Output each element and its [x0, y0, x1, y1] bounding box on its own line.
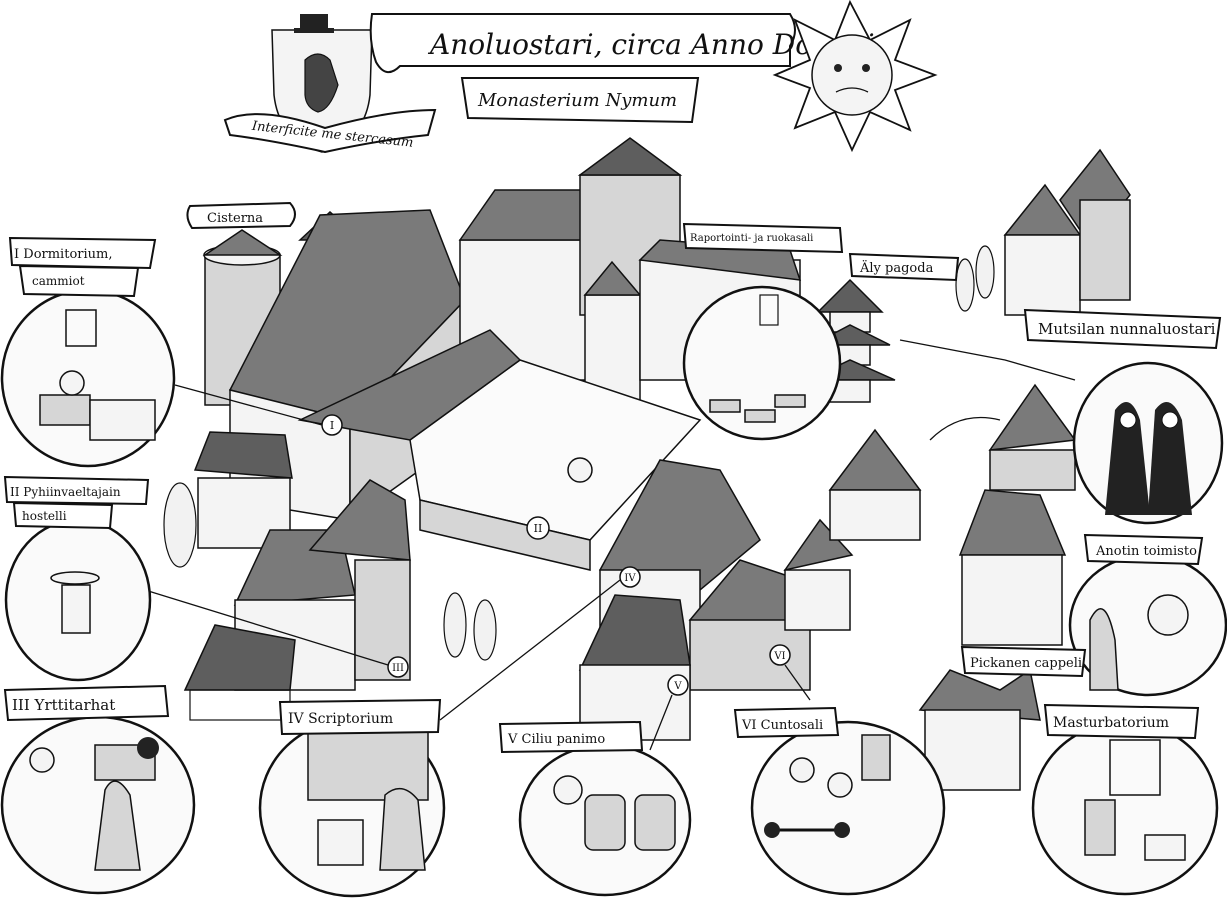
svg-text:cammiot: cammiot — [32, 274, 85, 288]
label-hostelli: II Pyhiinvaeltajain hostelli — [3, 475, 150, 530]
svg-text:Pickanen cappeli: Pickanen cappeli — [970, 656, 1082, 671]
nunnery-buildings — [1003, 148, 1131, 316]
vignette-dormitorium — [0, 288, 176, 468]
leader-lines — [144, 384, 811, 751]
svg-text:Masturbatorium: Masturbatorium — [1053, 715, 1169, 731]
label-masturbatorium: Masturbatorium — [1043, 703, 1200, 740]
map-markers: I II III IV V VI — [321, 414, 791, 696]
marker-5: V — [673, 681, 682, 692]
marker-1: I — [330, 419, 334, 432]
vignette-cuntosali — [750, 720, 946, 896]
vignette-yrttitarhat — [0, 715, 196, 895]
sun-face-icon — [772, 0, 938, 153]
label-pickanen: Pickanen cappeli — [960, 645, 1087, 678]
marker-6: VI — [773, 651, 785, 662]
svg-text:Äly pagoda: Äly pagoda — [859, 259, 934, 276]
vignette-hostelli — [4, 518, 152, 682]
svg-text:Anotin toimisto: Anotin toimisto — [1095, 544, 1197, 559]
svg-text:IV Scriptorium: IV Scriptorium — [288, 711, 393, 727]
svg-text:I Dormitorium,: I Dormitorium, — [14, 247, 112, 262]
vignette-scriptorium — [258, 718, 446, 898]
label-scriptorium: IV Scriptorium — [278, 698, 442, 736]
label-cisterna: Cisterna — [186, 201, 296, 230]
vignette-masturbatorium — [1031, 720, 1219, 896]
svg-text:Mutsilan nunnaluostari: Mutsilan nunnaluostari — [1038, 320, 1216, 338]
label-aly-pagoda: Äly pagoda — [848, 252, 960, 282]
vignette-mutsilan — [1072, 361, 1224, 525]
label-yrttitarhat: III Yrttitarhat — [3, 684, 170, 722]
marker-4: IV — [624, 573, 636, 584]
svg-text:VI Cuntosali: VI Cuntosali — [741, 718, 823, 733]
svg-text:II Pyhiinvaeltajain: II Pyhiinvaeltajain — [10, 485, 121, 499]
label-mutsilan: Mutsilan nunnaluostari — [1023, 308, 1222, 350]
subtitle-scroll: Monasterium Nymum — [460, 77, 700, 124]
label-ciliu-panimo: V Ciliu panimo — [498, 720, 644, 754]
svg-text:hostelli: hostelli — [22, 509, 67, 523]
label-raportointi: Raportointi- ja ruokasali — [682, 222, 844, 254]
svg-text:Raportointi- ja ruokasali: Raportointi- ja ruokasali — [690, 233, 813, 244]
monastery-complex — [163, 137, 1077, 791]
motto-ribbon: Interficite me stercasum — [223, 108, 437, 154]
label-cuntosali: VI Cuntosali — [733, 706, 840, 739]
page-subtitle: Monasterium Nymum — [477, 90, 677, 111]
label-dormitorium: I Dormitorium, cammiot — [8, 236, 157, 298]
label-anotin: Anotin toimisto — [1083, 533, 1204, 566]
vignette-raportointi — [682, 285, 842, 441]
marker-3: III — [392, 663, 404, 674]
svg-text:V Ciliu panimo: V Ciliu panimo — [507, 732, 605, 747]
svg-text:Cisterna: Cisterna — [207, 211, 263, 226]
svg-text:III Yrttitarhat: III Yrttitarhat — [12, 696, 115, 714]
vignette-anotin-toimisto — [1068, 553, 1227, 697]
marker-2: II — [534, 522, 543, 535]
vignette-ciliu-panimo — [518, 743, 692, 897]
